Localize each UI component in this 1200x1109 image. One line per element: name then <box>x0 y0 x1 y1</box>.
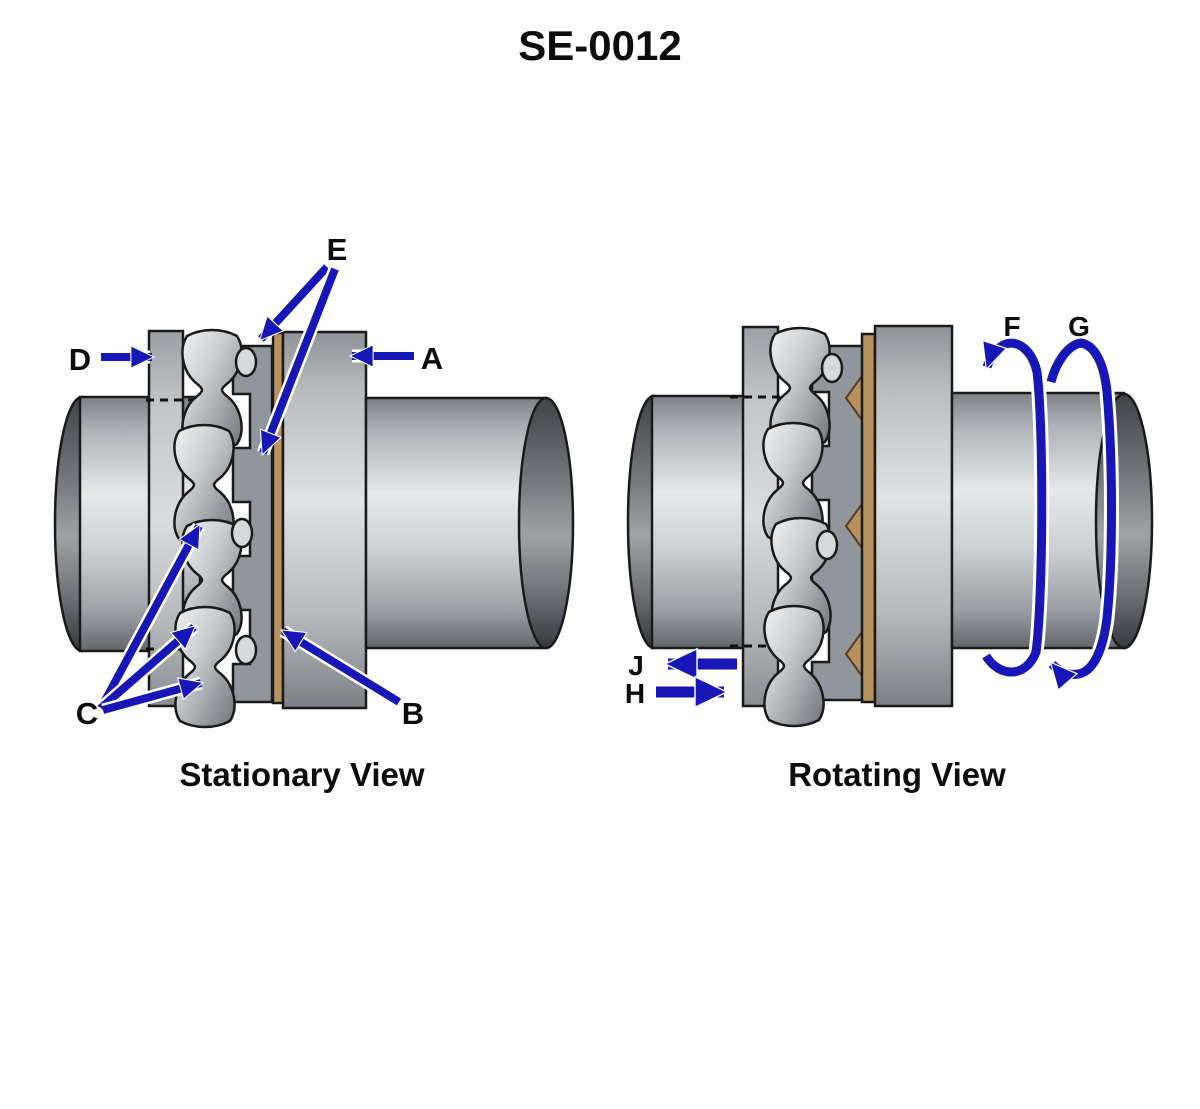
bolt-heads <box>230 346 258 666</box>
label-e: E <box>327 232 348 267</box>
label-c-arrow-3 <box>101 676 205 717</box>
label-g-rotation-arrow <box>1043 335 1119 692</box>
stationary-callout-arrows <box>95 262 414 717</box>
bolt-icon <box>820 352 844 384</box>
bolt-icon <box>815 529 839 561</box>
label-c-arrow-1 <box>95 522 205 712</box>
label-j: J <box>628 650 644 681</box>
gasket-strip <box>860 332 877 704</box>
label-e-arrow-1 <box>256 262 332 344</box>
bolt-heads <box>815 352 844 561</box>
label-b-arrow <box>279 625 403 708</box>
right-shaft <box>950 391 1154 650</box>
bolt-icon <box>230 517 254 549</box>
label-c: C <box>76 696 98 731</box>
disc-pack <box>762 326 865 728</box>
label-f-rotation-arrow <box>979 335 1050 680</box>
right-shaft <box>364 396 575 650</box>
bolt-icon <box>234 634 258 666</box>
label-e-arrow-2 <box>256 266 342 457</box>
label-f: F <box>1003 311 1020 342</box>
figure-id-title: SE-0012 <box>518 22 681 69</box>
label-b: B <box>402 696 424 731</box>
bolt-icon <box>234 346 258 378</box>
disc-pack <box>173 328 274 729</box>
axial-arrows <box>656 647 737 709</box>
right-shaft-body <box>364 396 548 650</box>
label-g: G <box>1068 311 1090 342</box>
rotating-view-diagram: F G J H Rotating View <box>625 311 1154 793</box>
label-d: D <box>69 342 91 377</box>
stationary-view-caption: Stationary View <box>179 756 424 793</box>
right-flange <box>873 324 954 708</box>
label-h: H <box>625 678 645 709</box>
right-shaft-end-face <box>517 396 575 650</box>
gasket-wedges <box>844 372 863 680</box>
label-a: A <box>421 341 443 376</box>
rotation-arrows <box>979 335 1119 692</box>
stationary-view-diagram: D A E C B Stationary View <box>53 232 575 793</box>
flex-link <box>174 605 236 729</box>
rotating-view-caption: Rotating View <box>788 756 1006 793</box>
label-c-arrow-2 <box>96 622 199 713</box>
